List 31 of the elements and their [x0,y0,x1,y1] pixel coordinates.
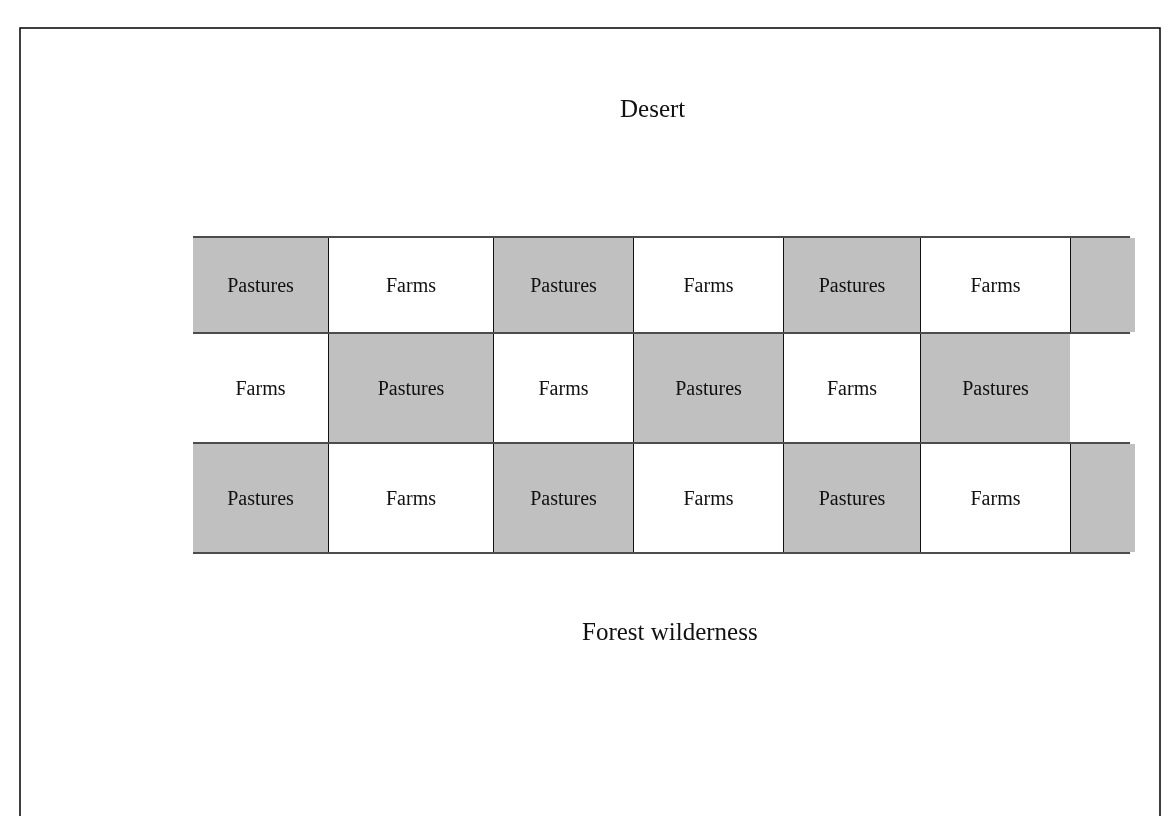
pasture-plot [783,444,920,552]
plot-label: Farms [683,273,734,297]
plot-label: Pastures [227,486,294,510]
shaded-box [1070,238,1135,332]
plot-label: Farms [538,376,589,400]
pasture-plot [493,238,633,332]
pasture-plot [783,238,920,332]
region-label: Desert [620,95,686,123]
plot-label: Pastures [530,486,597,510]
pasture-plot [493,444,633,552]
plot-label: Pastures [962,376,1029,400]
pasture-plot [193,444,328,552]
plot-label: Pastures [818,486,886,510]
pasture-plot [633,334,783,442]
plot-label: Farms [386,486,436,510]
plot-label: Farms [970,273,1021,297]
pasture-plot [328,334,493,442]
shaded-box [1070,444,1135,552]
plot-label: Pastures [530,273,597,297]
plot-label: Farms [683,486,734,510]
plot-label: Pastures [227,273,294,297]
plot-label: Farms [970,486,1021,510]
plot-label: Pastures [818,273,886,297]
plot-label: Farms [235,376,286,400]
region-label: Forest wilderness [582,618,758,646]
plot-label: Pastures [675,376,742,400]
pasture-plot [193,238,328,332]
plot-label: Farms [386,273,436,297]
plot-label: Farms [827,376,877,400]
plot-label: Pastures [377,376,445,400]
pasture-plot [920,334,1070,442]
